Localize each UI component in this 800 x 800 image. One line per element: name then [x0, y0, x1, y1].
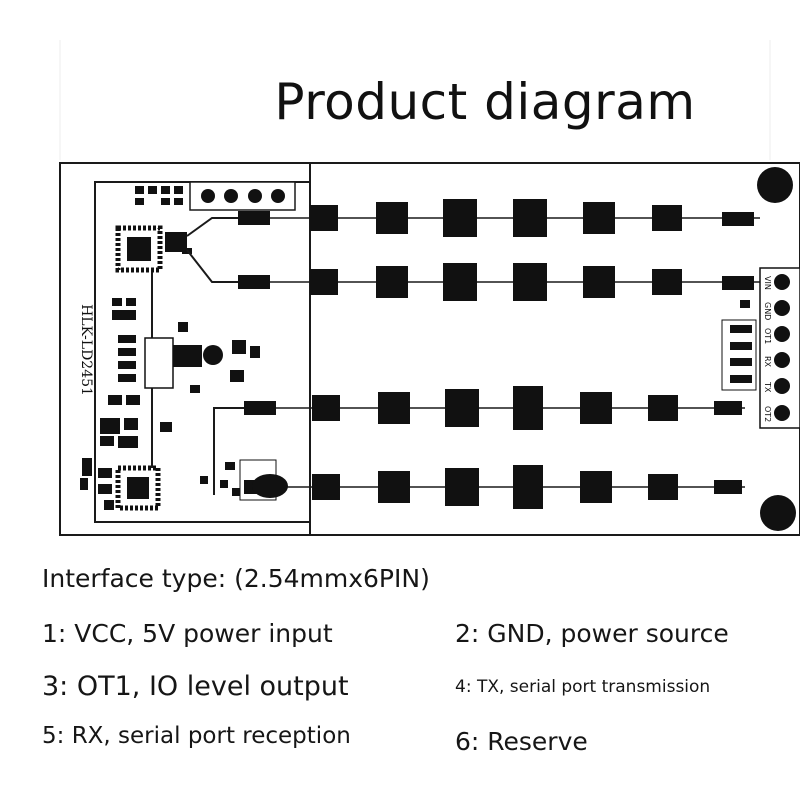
mounting-hole-top	[757, 167, 793, 203]
module-label: HLK-LD2451	[78, 304, 94, 396]
pin-desc-1: 1: VCC, 5V power input	[42, 619, 333, 648]
interface-type-text: Interface type: (2.54mmx6PIN)	[42, 564, 430, 593]
pin-desc-5: 5: RX, serial port reception	[42, 723, 351, 749]
pin-desc-4: 4: TX, serial port transmission	[455, 677, 711, 697]
pin-label-6: OT2	[763, 406, 772, 422]
background-grid	[59, 40, 771, 160]
pin-labels: VIN GND OT1 RX TX OT2	[763, 276, 772, 422]
pin-label-3: OT1	[763, 328, 772, 344]
pin-label-4: RX	[763, 356, 772, 368]
pin-desc-3: 3: OT1, IO level output	[42, 671, 349, 702]
antenna-rows	[238, 199, 760, 509]
pin-header-frame	[759, 267, 800, 429]
page-title: Product diagram	[274, 73, 696, 131]
pin-desc-2: 2: GND, power source	[455, 619, 729, 648]
pin-label-1: VIN	[763, 276, 772, 290]
chip-secondary	[115, 465, 161, 511]
mounting-hole-bottom	[760, 495, 796, 531]
pin-label-2: GND	[763, 302, 772, 320]
pin-desc-6: 6: Reserve	[455, 727, 588, 756]
pin-label-5: TX	[763, 381, 772, 393]
